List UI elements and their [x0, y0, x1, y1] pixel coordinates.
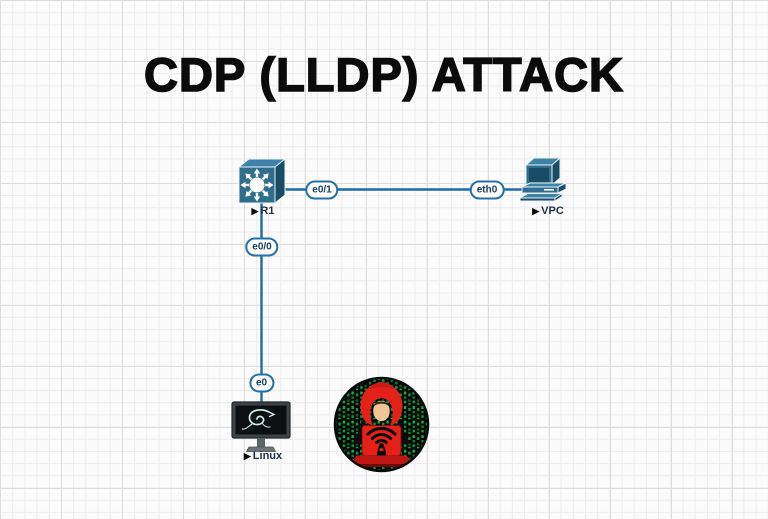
running-status-icon: ▶	[251, 206, 259, 216]
interface-label-eth0[interactable]: eth0	[469, 180, 505, 200]
router-icon	[238, 158, 286, 204]
node-label-r1[interactable]: ▶R1	[252, 205, 275, 217]
title-annotation[interactable]: CDP (LLDP) ATTACK	[143, 47, 624, 102]
node-r1[interactable]	[236, 156, 286, 206]
hacker-icon	[333, 376, 430, 473]
kali-monitor-icon	[231, 401, 291, 452]
node-name-r1: R1	[260, 205, 275, 217]
node-label-linux[interactable]: ▶Linux	[244, 450, 282, 462]
node-vpc[interactable]	[519, 156, 578, 206]
hacker-image-annotation[interactable]	[333, 376, 430, 473]
node-name-linux: Linux	[252, 450, 283, 462]
interface-label-e0-1[interactable]: e0/1	[305, 180, 339, 200]
node-label-vpc[interactable]: ▶VPC	[532, 205, 564, 217]
interface-label-e0-0[interactable]: e0/0	[245, 237, 279, 257]
running-status-icon: ▶	[532, 206, 540, 216]
interface-label-e0[interactable]: e0	[248, 373, 275, 393]
computer-icon	[519, 157, 567, 202]
node-linux[interactable]	[231, 401, 293, 457]
running-status-icon: ▶	[243, 451, 251, 461]
node-name-vpc: VPC	[541, 205, 564, 217]
